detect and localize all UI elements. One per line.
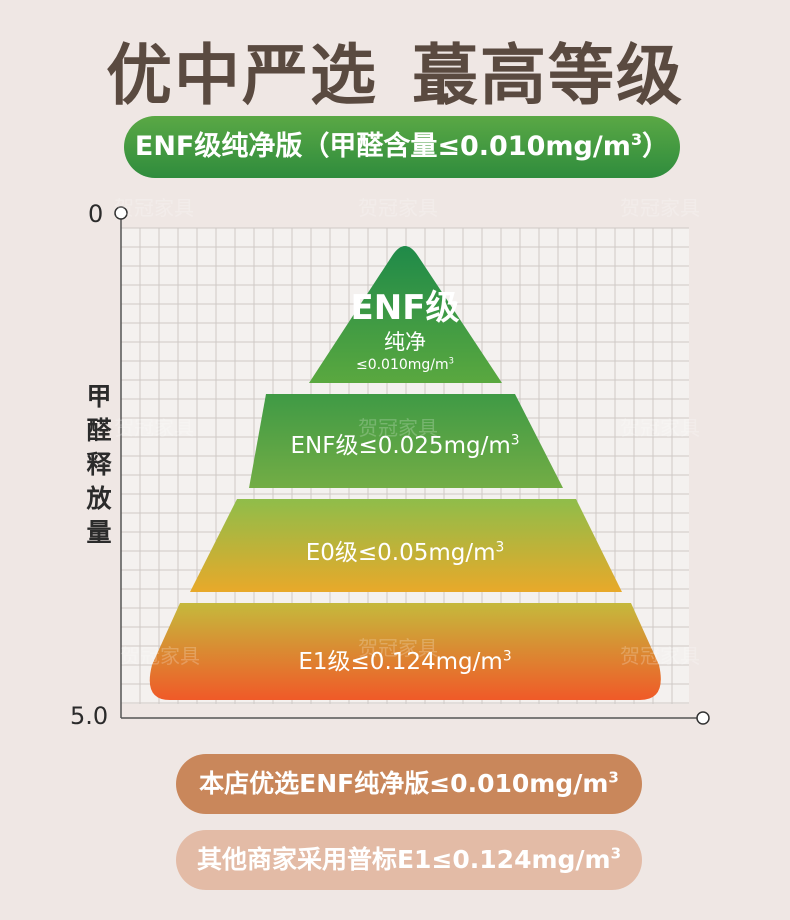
y-axis-title-char: 量 (86, 518, 112, 547)
tier-enf-pure-sub: 纯净 (384, 330, 426, 354)
tier-e1-sup: 3 (502, 648, 512, 665)
enf-standard-close: ） (642, 131, 670, 162)
tier-e0-sup: 3 (495, 539, 505, 556)
title-left: 优中严选 (106, 37, 378, 114)
watermark: 贺冠家具 (620, 644, 700, 668)
tier-enf-text: ENF级≤0.025mg/m (290, 433, 511, 459)
watermark: 贺冠家具 (358, 636, 438, 660)
enf-standard-text: ENF级纯净版（甲醛含量≤0.010mg/m (134, 131, 631, 162)
tier-e0-shape (190, 499, 622, 592)
watermark: 贺冠家具 (114, 416, 194, 440)
watermark: 贺冠家具 (358, 196, 438, 220)
tier-enf-pure-name: ENF级 (350, 288, 460, 328)
page-title: 优中严选蕞高等级 (0, 22, 790, 118)
y-axis-title: 甲 醛 释 放 量 (84, 380, 114, 550)
y-axis-start-marker (114, 206, 128, 220)
tier-e1-text: E1级≤0.124mg/m (298, 649, 503, 675)
watermark: 贺冠家具 (620, 416, 700, 440)
our-store-text: 本店优选ENF纯净版≤0.010mg/m (199, 769, 609, 798)
x-axis-end-marker (696, 711, 710, 725)
y-axis-title-char: 甲 (86, 382, 112, 411)
tier-enf-label: ENF级≤0.025mg/m3 (255, 426, 555, 460)
title-right: 蕞高等级 (412, 37, 684, 114)
tier-enf-pure-sup: 3 (448, 355, 455, 366)
tier-e0-label: E0级≤0.05mg/m3 (255, 533, 555, 567)
our-store-banner: 本店优选ENF纯净版≤0.010mg/m3 (176, 754, 642, 814)
tier-enf-pure-label: ENF级 纯净 ≤0.010mg/m3 (305, 288, 505, 374)
other-merchants-banner: 其他商家采用普标E1≤0.124mg/m3 (176, 830, 642, 890)
y-axis-top-label: 0 (88, 200, 104, 228)
tier-e0-text: E0级≤0.05mg/m (305, 540, 496, 566)
tier-e1-label: E1级≤0.124mg/m3 (255, 642, 555, 676)
watermark: 贺冠家具 (114, 196, 194, 220)
y-axis-title-char: 释 (86, 450, 112, 479)
y-axis-bottom-label: 5.0 (70, 702, 109, 730)
watermark: 贺冠家具 (358, 416, 438, 440)
other-merchants-sup: 3 (610, 844, 622, 863)
y-axis-title-char: 放 (86, 484, 112, 513)
enf-standard-banner: ENF级纯净版（甲醛含量≤0.010mg/m3） (124, 116, 680, 178)
tier-enf-pure-limit: ≤0.010mg/m (355, 357, 449, 373)
tier-enf-pure-shape (309, 246, 502, 383)
enf-standard-sup: 3 (630, 130, 643, 149)
tier-e1-shape (149, 603, 661, 700)
watermark: 贺冠家具 (620, 196, 700, 220)
tier-enf-shape (249, 394, 563, 488)
our-store-sup: 3 (608, 768, 619, 787)
tier-enf-sup: 3 (510, 432, 520, 449)
other-merchants-text: 其他商家采用普标E1≤0.124mg/m (196, 845, 611, 874)
y-axis-title-char: 醛 (86, 416, 112, 445)
watermark: 贺冠家具 (120, 644, 200, 668)
